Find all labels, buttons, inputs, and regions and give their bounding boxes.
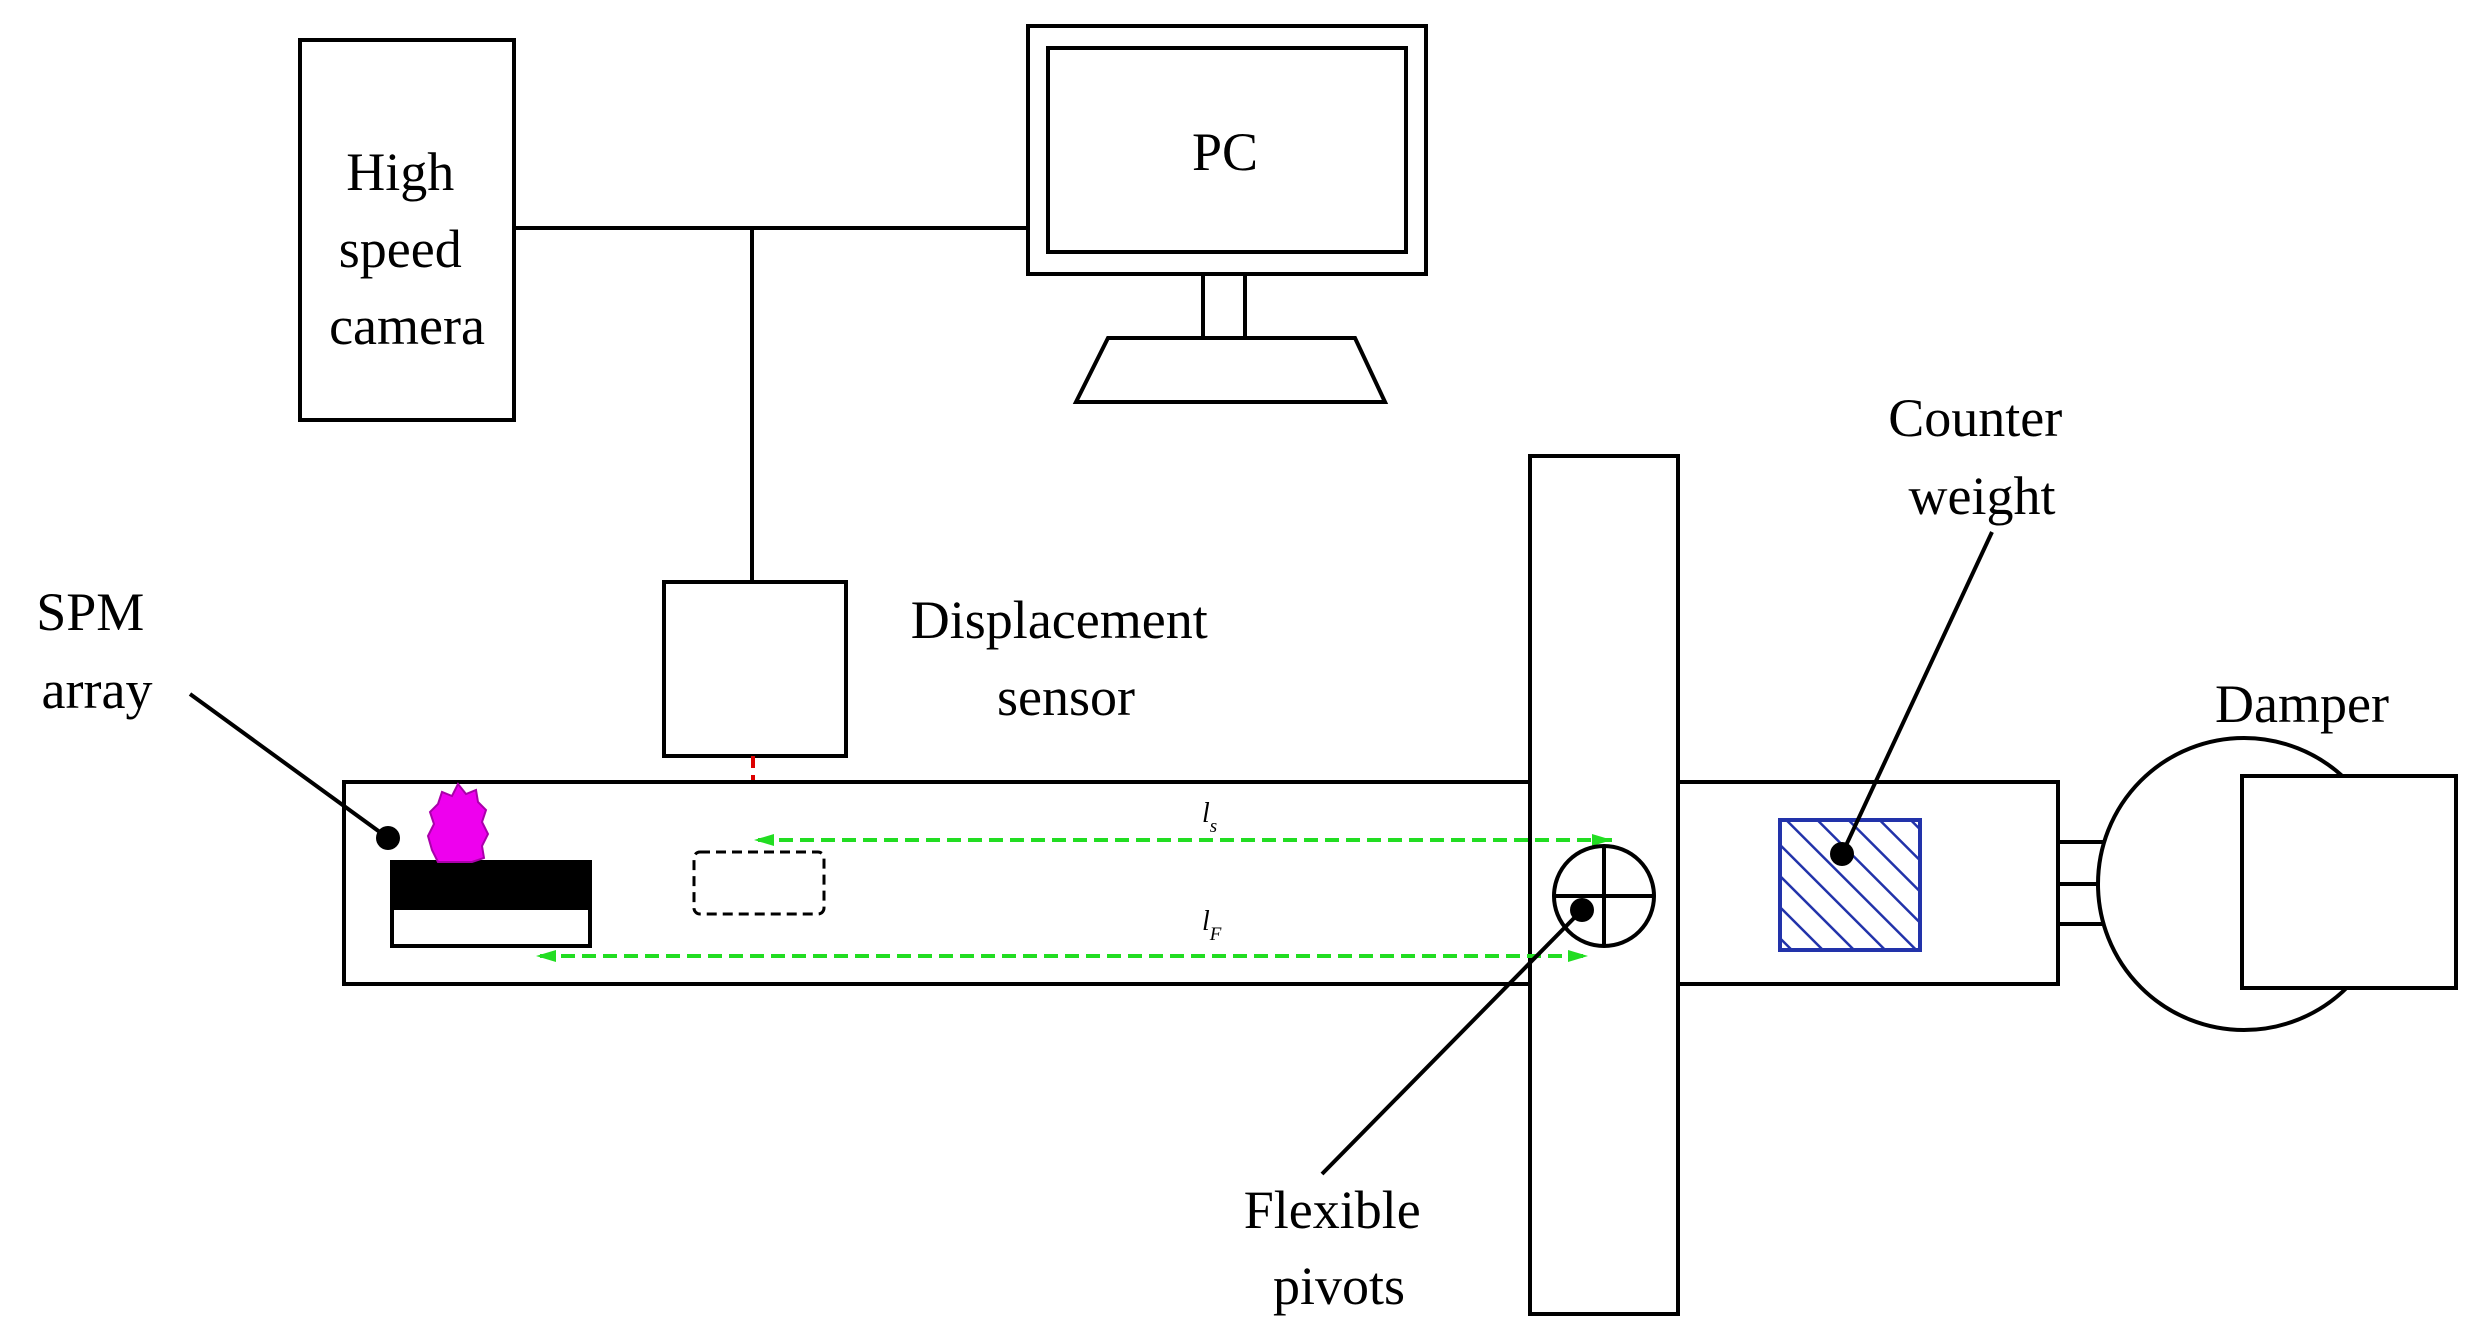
spm-leader-line	[188, 692, 390, 840]
pc-monitor	[1026, 24, 1428, 404]
ls-arrow-left	[754, 834, 774, 846]
spm-droplet	[426, 782, 490, 863]
flexible-pivots-label: Flexible pivots	[1244, 1180, 1434, 1316]
dimension-lines	[536, 834, 1612, 962]
pc-label: PC	[1192, 122, 1258, 182]
displacement-sensor-box	[662, 580, 848, 758]
pivot-leader-line	[1320, 908, 1584, 1176]
counter-weight-leader-dot	[1830, 842, 1854, 866]
ls-arrow-right	[1592, 834, 1612, 846]
displacement-sensor-label: Displacement sensor	[911, 590, 1221, 727]
high-speed-camera-box	[298, 38, 516, 422]
damper	[2058, 736, 2458, 1032]
lf-arrow-left	[536, 950, 556, 962]
counter-weight-leader-line	[1840, 531, 1994, 855]
counter-weight-label: Counter weight	[1888, 388, 2075, 526]
damper-label: Damper	[2215, 674, 2389, 734]
flexible-pivot-symbol	[1552, 844, 1656, 948]
spm-array	[390, 860, 592, 948]
ls-label: ls	[1202, 798, 1217, 837]
lf-arrow-right	[1568, 950, 1588, 962]
spm-array-label: SPM array	[36, 582, 158, 720]
leader-lines	[188, 531, 1994, 1176]
connection-wires	[514, 226, 1028, 582]
spm-leader-dot	[376, 826, 400, 850]
pivot-leader-dot	[1570, 898, 1594, 922]
lf-label: lF	[1202, 906, 1222, 945]
sensor-target-region	[692, 850, 826, 916]
camera-label: High speed camera	[329, 142, 485, 356]
counter-weight-block	[1778, 818, 1922, 952]
